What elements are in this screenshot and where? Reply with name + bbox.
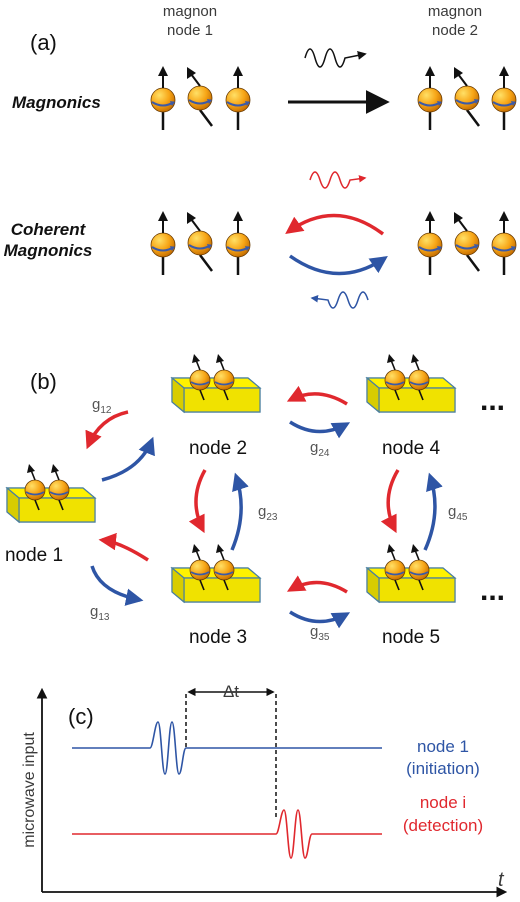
node1-slab [7, 464, 95, 522]
arrow-2-to-4 [289, 420, 351, 439]
trace-nodei-pulse [72, 809, 382, 859]
panel-c-label: (c) [68, 704, 94, 729]
node5-label: node 5 [382, 627, 440, 648]
arrow-1-to-3 [90, 565, 144, 606]
coupling-g24: g24 [310, 439, 330, 459]
arrow-1-to-2 [101, 436, 155, 482]
node5-slab [367, 544, 455, 602]
node1-header-line2: node 1 [167, 22, 213, 39]
coupling-g45: g45 [448, 503, 468, 523]
trace1-label-line2: (initiation) [406, 759, 480, 778]
panel-b-label: (b) [30, 369, 57, 394]
arrow-5-to-3 [286, 575, 348, 594]
arrow-4-to-2 [286, 385, 348, 406]
ellipsis-bottom: ... [480, 574, 505, 607]
coupling-arrow-red [285, 213, 385, 236]
coupling-arrow-blue [288, 254, 388, 276]
x-axis-label: t [498, 869, 505, 891]
arrow-3-to-1 [98, 532, 149, 562]
row-coherent-label-line2: Magnonics [4, 241, 93, 260]
trace2-label-line2: (detection) [403, 816, 483, 835]
trace2-label-line1: node i [420, 793, 466, 812]
magnon-node2-spins-row1 [416, 64, 518, 132]
node1-header-line1: magnon [163, 3, 217, 20]
node2-header-line1: magnon [428, 3, 482, 20]
node2-label: node 2 [189, 438, 247, 459]
coupling-g23: g23 [258, 503, 278, 523]
magnon-node1-spins-row2 [149, 209, 252, 277]
y-axis-label: microwave input [21, 732, 38, 848]
ellipsis-top: ... [480, 384, 505, 417]
coupling-g13: g13 [90, 603, 110, 623]
arrow-2-to-1 [85, 410, 129, 450]
trace1-label-line1: node 1 [417, 737, 469, 756]
magnon-node2-spins-row2 [416, 209, 518, 277]
coupling-g12: g12 [92, 396, 112, 416]
row-magnonics-label: Magnonics [12, 93, 101, 112]
node2-header-line2: node 2 [432, 22, 478, 39]
coupling-g35: g35 [310, 623, 330, 643]
node2-slab [172, 354, 260, 412]
wave-red-icon [309, 171, 367, 189]
node3-slab [172, 544, 260, 602]
wave-blue-icon [310, 291, 369, 309]
node1-label: node 1 [5, 545, 63, 566]
arrow-5-to-4 [423, 472, 443, 551]
panel-a-label: (a) [30, 30, 57, 55]
node3-label: node 3 [189, 627, 247, 648]
arrow-3-to-5 [289, 610, 351, 629]
delta-label: Δt [223, 682, 239, 701]
arrow-4-to-5 [380, 469, 400, 534]
magnon-node1-spins-row1 [149, 64, 252, 132]
arrow-3-to-2 [230, 472, 249, 551]
node4-slab [367, 354, 455, 412]
row-coherent-label-line1: Coherent [11, 220, 87, 239]
node4-label: node 4 [382, 438, 441, 459]
wave-icon [304, 48, 367, 68]
arrow-2-to-3 [188, 469, 207, 534]
trace-node1-pulse [72, 721, 382, 775]
